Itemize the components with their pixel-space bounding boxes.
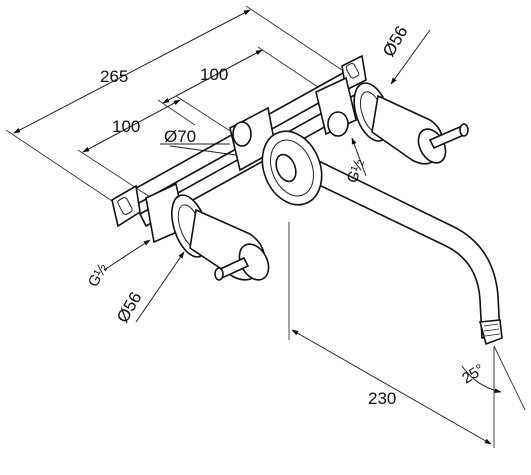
- dimension-line-230: [291, 329, 492, 445]
- label-spacing-upper: 100: [200, 65, 228, 84]
- left-handle: [171, 194, 270, 281]
- dimension-line-100-lower: [82, 99, 181, 153]
- extension-line-100-lower-left: [77, 149, 151, 198]
- outlet-aerator-2: [483, 328, 500, 332]
- label-thread-right: G½: [344, 156, 368, 185]
- right-handle: [353, 82, 469, 165]
- extension-line-265-right: [245, 5, 346, 73]
- label-overall-width: 265: [100, 67, 128, 86]
- left-bracket-slot: [117, 197, 133, 215]
- right-lever-tip: [459, 123, 469, 137]
- spout-outlet: [478, 319, 503, 346]
- extension-line-100-upper-right: [257, 46, 319, 88]
- leader-diameter-56-left: [135, 251, 185, 323]
- label-handle-diameter-left: Ø56: [113, 289, 146, 326]
- spout: [261, 130, 503, 346]
- label-spout-flange-diameter: Ø70: [164, 127, 196, 146]
- label-spout-angle: 25°: [459, 361, 487, 387]
- label-handle-diameter-right: Ø56: [379, 23, 412, 60]
- left-lever-tip: [214, 267, 224, 281]
- left-bracket: [111, 184, 141, 228]
- leader-thread-left: [103, 239, 151, 271]
- extension-line-100-upper-left: [157, 99, 196, 126]
- leader-thread-right: [351, 137, 367, 177]
- leader-diameter-56-right: [390, 29, 431, 85]
- spout-flange-inner-ring: [270, 139, 314, 197]
- right-port: [327, 111, 349, 137]
- mounting-body: [111, 54, 367, 244]
- label-spout-length: 230: [368, 389, 396, 408]
- spout-collar: [275, 153, 297, 183]
- extension-line-265-left: [5, 129, 119, 206]
- label-spacing-lower: 100: [112, 117, 140, 136]
- dimension-line-265: [13, 9, 251, 134]
- right-bracket-slot: [345, 63, 360, 79]
- dimension-line-100-upper: [162, 49, 263, 104]
- outlet-aerator-1: [483, 323, 499, 327]
- dimension-lines: [5, 5, 526, 448]
- angle-reference-inclined: [493, 345, 526, 411]
- center-port: [232, 121, 252, 147]
- label-thread-left: G½: [85, 260, 112, 290]
- outlet-aerator-3: [484, 333, 501, 337]
- extension-line-100-lower-right: [175, 95, 239, 137]
- angle-arc-25: [461, 365, 502, 394]
